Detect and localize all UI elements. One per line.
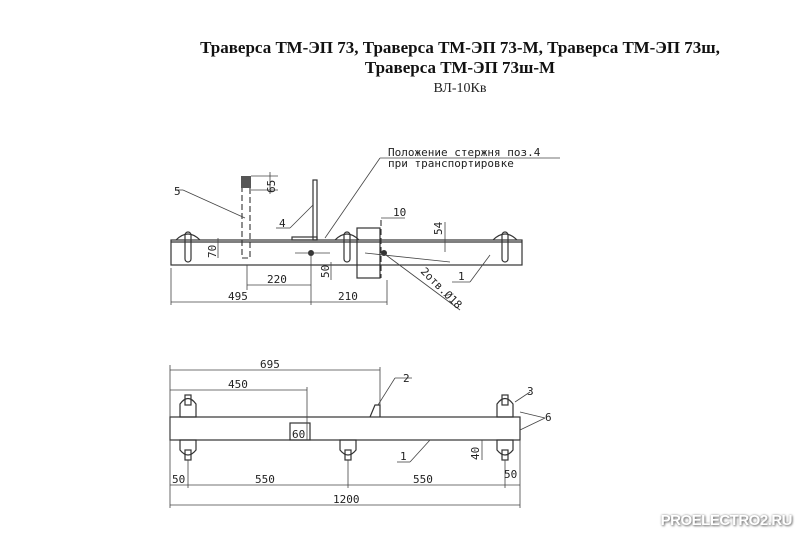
insulator-top-left xyxy=(179,394,197,418)
dim-65: 65 xyxy=(265,180,278,193)
bracket-60 xyxy=(289,422,311,441)
note-line-2: при транспортировке xyxy=(388,157,514,170)
rod-item-5 xyxy=(241,177,251,259)
dim-50-left: 50 xyxy=(172,473,185,486)
insulator-bottom-left xyxy=(179,439,197,461)
dim-550-right: 550 xyxy=(413,473,433,486)
dim-10: 10 xyxy=(393,206,406,219)
insulator-pin-1 xyxy=(175,231,201,263)
label-part-6: 6 xyxy=(545,411,552,424)
dim-1200: 1200 xyxy=(333,493,360,506)
dim-550-left: 550 xyxy=(255,473,275,486)
title-line-2: Траверса ТМ-ЭП 73ш-М xyxy=(364,58,556,77)
dim-220: 220 xyxy=(267,273,287,286)
insulator-top-right xyxy=(496,394,514,418)
label-part-5: 5 xyxy=(174,185,181,198)
dim-695: 695 xyxy=(260,358,280,371)
watermark: PROELECTRO2.RU xyxy=(660,512,793,529)
clamp-plate xyxy=(356,227,381,279)
insulator-pin-3 xyxy=(492,231,518,263)
note-line-1: Положение стержня поз.4 xyxy=(388,146,541,159)
beam-side-view xyxy=(169,416,521,441)
label-part-1: 1 xyxy=(458,270,465,283)
rod-item-4 xyxy=(312,179,318,241)
dim-50-right: 50 xyxy=(504,468,517,481)
dim-54: 54 xyxy=(432,221,445,235)
insulator-bottom-middle xyxy=(339,439,357,461)
label-part-3: 3 xyxy=(527,385,534,398)
dim-210: 210 xyxy=(338,290,358,303)
bracket-part-2 xyxy=(369,404,381,418)
subtitle: ВЛ-10Кв xyxy=(433,81,487,96)
dim-40: 40 xyxy=(469,447,482,460)
title-line-1: Траверса ТМ-ЭП 73, Траверса ТМ-ЭП 73-М, … xyxy=(200,38,720,57)
insulator-pin-2 xyxy=(334,231,360,263)
insulator-bottom-right xyxy=(496,439,514,461)
label-part-1-bottom: 1 xyxy=(400,450,407,463)
dim-50: 50 xyxy=(319,265,332,278)
dim-495: 495 xyxy=(228,290,248,303)
beam-top-view xyxy=(170,239,523,266)
dim-450: 450 xyxy=(228,378,248,391)
label-part-4: 4 xyxy=(279,217,286,230)
dim-60: 60 xyxy=(292,428,305,441)
label-part-2: 2 xyxy=(403,372,410,385)
rod-5-head xyxy=(241,176,251,188)
dim-70: 70 xyxy=(206,245,219,258)
top-view: 5 4 1 65 10 54 70 50 220 495 210 2отв.Ø1… xyxy=(170,146,560,312)
bottom-view: 695 450 2 3 6 1 60 40 50 550 550 50 1200 xyxy=(169,358,552,508)
